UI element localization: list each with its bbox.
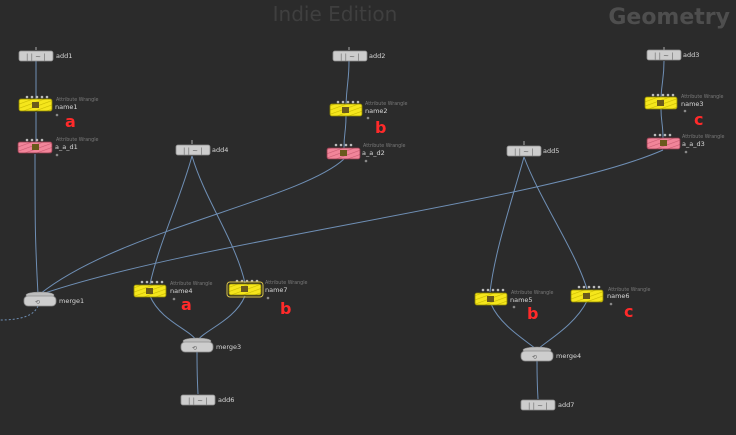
node-name4[interactable]: Attribute Wrangle name4 xyxy=(133,280,213,301)
node-name6[interactable]: Attribute Wrangle name6 xyxy=(570,285,651,306)
wire-name3-aad3 xyxy=(660,108,664,139)
node-name5[interactable]: Attribute Wrangle name5 xyxy=(474,288,554,309)
wire-add4-name7 xyxy=(191,155,246,284)
wire-merge4-add7 xyxy=(536,360,539,400)
annotation-a: a xyxy=(65,112,76,131)
node-merge3[interactable]: ⟲ merge3 xyxy=(180,337,241,353)
node-type-label: Attribute Wrangle xyxy=(608,287,651,293)
wire-name2-aad2 xyxy=(343,115,347,149)
svg-text:| | ~ |: | | ~ | xyxy=(183,147,203,155)
node-a_a_d1[interactable]: Attribute Wrangle a_a_d1 xyxy=(17,137,99,157)
node-add3[interactable]: | | ~ | add3 xyxy=(646,47,699,61)
node-type-label: Attribute Wrangle xyxy=(365,101,408,107)
node-label: add4 xyxy=(212,146,228,154)
node-type-label: Attribute Wrangle xyxy=(682,134,725,140)
wire-name6-merge4 xyxy=(537,300,588,350)
node-add6[interactable]: | | ~ | add6 xyxy=(180,394,234,406)
node-label: add2 xyxy=(369,52,385,60)
node-type-label: Attribute Wrangle xyxy=(681,94,724,100)
wire-aad3-merge1 xyxy=(41,149,664,295)
node-label: add1 xyxy=(56,52,72,60)
annotation-b: b xyxy=(375,118,386,137)
node-label: merge3 xyxy=(216,343,241,351)
svg-text:⟲: ⟲ xyxy=(192,345,197,352)
node-label: add3 xyxy=(683,51,699,59)
node-name3[interactable]: Attribute Wrangle name3 xyxy=(644,93,724,113)
wire-aad1-merge1 xyxy=(34,153,39,295)
node-a_a_d2[interactable]: Attribute Wrangle a_a_d2 xyxy=(326,143,406,163)
node-add2[interactable]: | | ~ | add2 xyxy=(332,47,385,62)
svg-text:| | ~ |: | | ~ | xyxy=(528,402,548,410)
svg-text:| | ~ |: | | ~ | xyxy=(654,52,674,60)
node-label: name7 xyxy=(265,286,288,294)
wires xyxy=(0,60,665,400)
svg-text:⟲: ⟲ xyxy=(532,354,537,361)
svg-text:| | ~ |: | | ~ | xyxy=(188,397,208,405)
node-label: a_a_d3 xyxy=(682,140,705,148)
node-type-label: Attribute Wrangle xyxy=(265,280,308,286)
wire-name5-merge4 xyxy=(490,303,537,350)
annotation-b: b xyxy=(280,299,291,318)
node-label: add7 xyxy=(558,401,574,409)
node-label: name3 xyxy=(681,100,704,108)
annotation-c: c xyxy=(694,110,703,129)
node-add7[interactable]: | | ~ | add7 xyxy=(520,399,574,411)
node-add1[interactable]: | | ~ | add1 xyxy=(18,47,72,62)
node-label: merge1 xyxy=(59,297,84,305)
svg-text:⟲: ⟲ xyxy=(35,299,40,306)
annotation-c: c xyxy=(624,302,633,321)
annotation-b: b xyxy=(527,304,538,323)
node-type-label: Attribute Wrangle xyxy=(56,137,99,143)
node-label: a_a_d1 xyxy=(55,143,78,151)
node-label: name6 xyxy=(607,292,630,300)
node-merge4[interactable]: ⟲ merge4 xyxy=(520,346,581,362)
wire-add5-name6 xyxy=(523,156,588,290)
node-label: name2 xyxy=(365,107,388,115)
node-merge1[interactable]: ⟲ merge1 xyxy=(23,291,84,307)
node-label: name4 xyxy=(170,287,193,295)
wire-name7-merge3 xyxy=(197,295,246,341)
wire-add3-name3 xyxy=(660,60,665,98)
wire-add2-name2 xyxy=(345,60,350,105)
node-label: add6 xyxy=(218,396,234,404)
node-label: a_a_d2 xyxy=(362,149,385,157)
node-label: add5 xyxy=(543,147,559,155)
wire-add4-name4 xyxy=(149,155,193,285)
wire-name4-merge3 xyxy=(149,295,197,341)
node-name2[interactable]: Attribute Wrangle name2 xyxy=(329,100,408,120)
wire-merge1-output xyxy=(0,305,39,321)
svg-text:| | ~ |: | | ~ | xyxy=(340,53,360,61)
node-add4[interactable]: | | ~ | add4 xyxy=(175,140,228,156)
annotation-a: a xyxy=(181,295,192,314)
svg-text:| | ~ |: | | ~ | xyxy=(514,148,534,156)
node-type-label: Attribute Wrangle xyxy=(170,281,213,287)
svg-text:| | ~ |: | | ~ | xyxy=(26,53,46,61)
wire-aad2-merge1 xyxy=(39,158,345,295)
wire-merge3-add6 xyxy=(196,351,199,395)
node-label: merge4 xyxy=(556,352,581,360)
node-type-label: Attribute Wrangle xyxy=(511,290,554,296)
node-add5[interactable]: | | ~ | add5 xyxy=(506,141,559,157)
node-name7[interactable]: Attribute Wrangle name7 xyxy=(226,279,308,300)
node-name1[interactable]: Attribute Wrangle name1 xyxy=(18,95,99,117)
node-label: name5 xyxy=(510,296,533,304)
node-type-label: Attribute Wrangle xyxy=(56,97,99,103)
node-type-label: Attribute Wrangle xyxy=(363,143,406,149)
node-label: name1 xyxy=(55,103,78,111)
wire-add5-name5 xyxy=(489,156,525,293)
node-a_a_d3[interactable]: Attribute Wrangle a_a_d3 xyxy=(646,133,725,154)
